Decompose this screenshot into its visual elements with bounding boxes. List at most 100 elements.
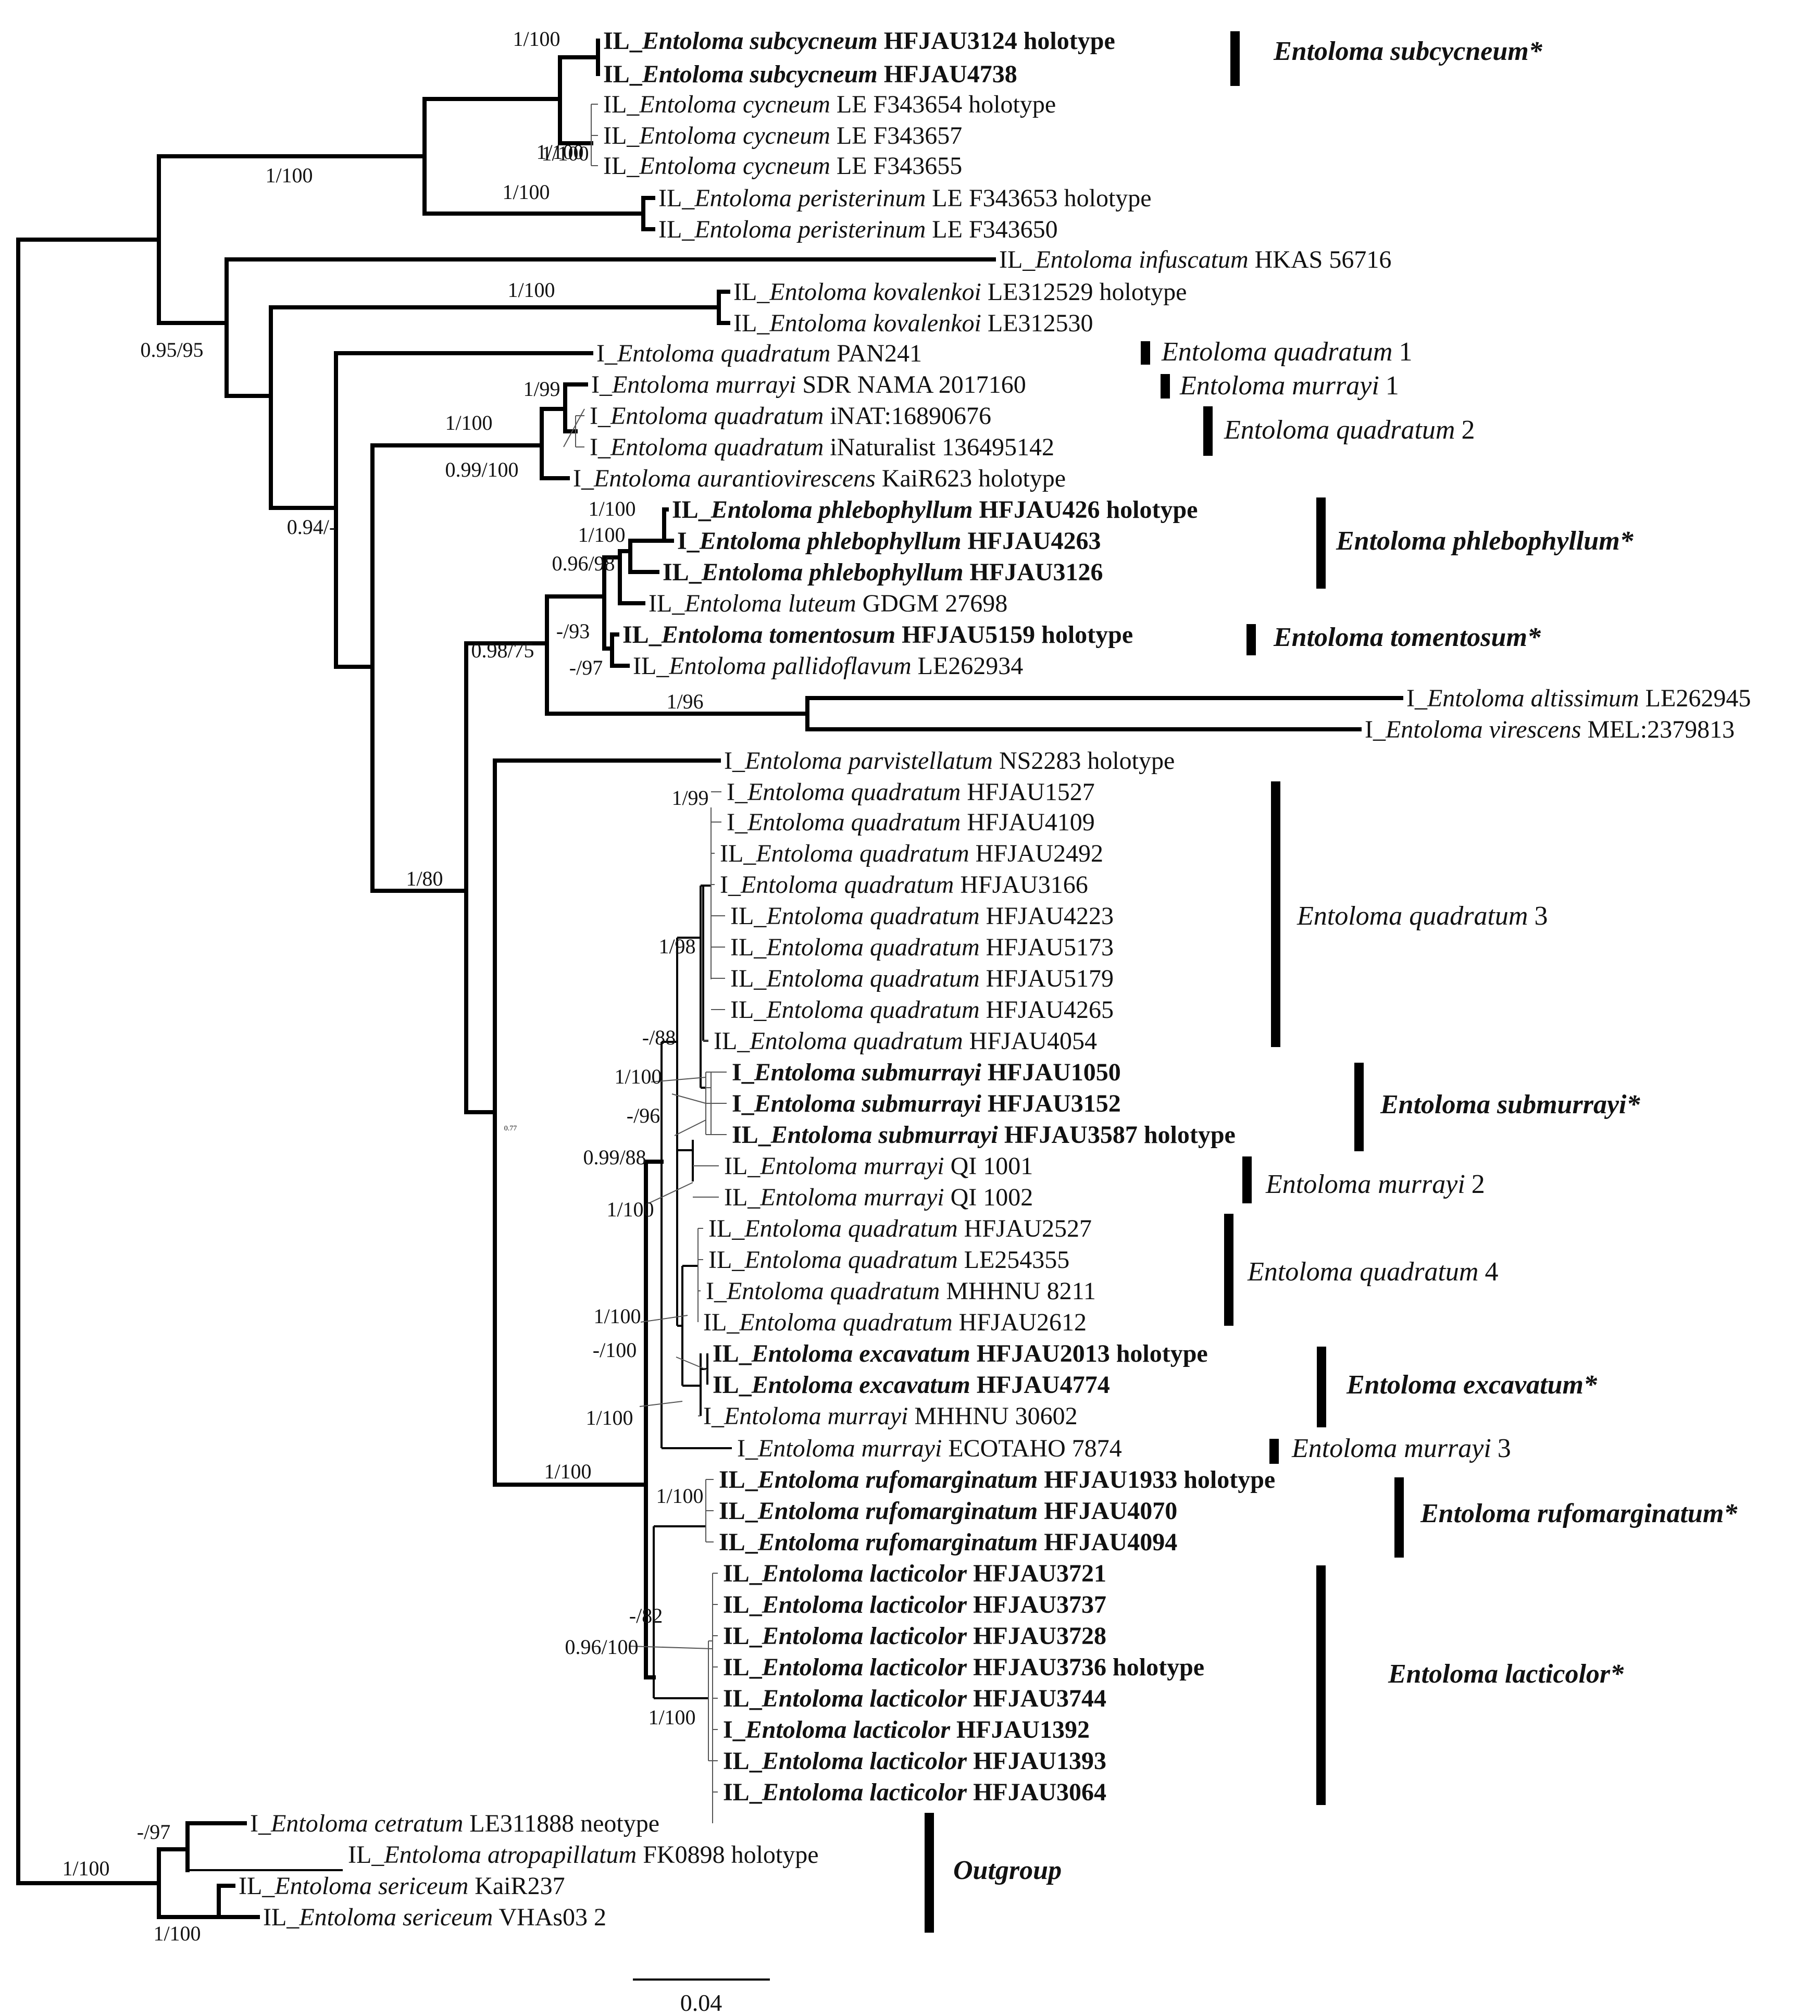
taxon-species: Entoloma quadratum bbox=[739, 1309, 952, 1336]
taxon-prefix: IL_ bbox=[732, 1121, 771, 1149]
support-value: 1/100 bbox=[536, 140, 583, 164]
support-value: 1/100 bbox=[606, 1198, 654, 1221]
support-value: -/82 bbox=[629, 1604, 663, 1627]
taxon-label: I_Entoloma submurrayi HFJAU1050 bbox=[732, 1059, 1121, 1086]
taxon-label: I_Entoloma murrayi MHHNU 30602 bbox=[703, 1402, 1078, 1430]
taxon-prefix: I_ bbox=[703, 1402, 725, 1430]
taxon-species: Entoloma excavatum bbox=[751, 1371, 970, 1399]
clade-number: 2 bbox=[1472, 1169, 1485, 1199]
taxon-species: Entoloma quadratum bbox=[766, 965, 979, 992]
clade-name: Entoloma submurrayi* bbox=[1380, 1090, 1640, 1119]
taxon-label: I_Entoloma murrayi SDR NAMA 2017160 bbox=[591, 371, 1026, 399]
taxon-prefix: IL_ bbox=[999, 246, 1036, 273]
taxon-label: I_Entoloma submurrayi HFJAU3152 bbox=[732, 1090, 1121, 1117]
support-value: 1/100 bbox=[656, 1484, 703, 1508]
support-value: 1/100 bbox=[578, 523, 625, 546]
taxon-label: IL_Entoloma quadratum LE254355 bbox=[708, 1246, 1069, 1274]
clade-annotations: Entoloma subcycneum* Entoloma quadratum 1E… bbox=[925, 31, 1738, 1933]
taxon-prefix: IL_ bbox=[723, 1747, 763, 1775]
taxon-voucher: LE F343655 bbox=[830, 152, 962, 180]
clade-label: Entoloma subcycneum* bbox=[1273, 36, 1543, 66]
scale-bar-label: 0.04 bbox=[680, 1989, 722, 2016]
taxon-prefix: IL_ bbox=[348, 1841, 384, 1869]
taxon-prefix: I_ bbox=[727, 808, 748, 836]
support-value: 0.98/75 bbox=[471, 639, 534, 662]
taxon-prefix: IL_ bbox=[733, 278, 770, 306]
taxon-species: Entoloma rufomarginatum bbox=[757, 1466, 1038, 1494]
taxon-species: Entoloma phlebophyllum bbox=[701, 558, 964, 586]
clade-label: Entoloma lacticolor* bbox=[1388, 1659, 1624, 1689]
taxon-label: IL_Entoloma rufomarginatum HFJAU4070 bbox=[719, 1497, 1177, 1525]
taxon-label: IL_Entoloma kovalenkoi LE312530 bbox=[733, 309, 1093, 337]
taxon-species: Entoloma altissimum bbox=[1427, 685, 1639, 712]
taxon-species: Entoloma peristerinum bbox=[694, 184, 926, 212]
taxon-prefix: IL_ bbox=[719, 1528, 758, 1556]
taxon-species: Entoloma sericeum bbox=[298, 1903, 493, 1931]
taxon-species: Entoloma lacticolor bbox=[762, 1685, 968, 1712]
taxon-voucher: HFJAU4054 bbox=[963, 1027, 1097, 1055]
taxon-species: Entoloma quadratum bbox=[766, 934, 979, 961]
taxon-prefix: IL_ bbox=[239, 1872, 275, 1900]
taxon-prefix: IL_ bbox=[603, 122, 640, 150]
taxon-voucher: HFJAU3737 bbox=[967, 1591, 1106, 1619]
taxon-voucher: LE311888 neotype bbox=[463, 1810, 659, 1837]
clade-label: Outgroup bbox=[953, 1856, 1062, 1885]
taxon-voucher: HFJAU4774 bbox=[970, 1371, 1110, 1399]
branch-connector bbox=[629, 1646, 713, 1649]
taxon-species: Entoloma luteum bbox=[684, 590, 856, 617]
taxon-voucher: HFJAU2492 bbox=[969, 840, 1103, 867]
taxon-species: Entoloma cycneum bbox=[639, 152, 830, 180]
taxon-label: IL_Entoloma atropapillatum FK0898 holoty… bbox=[348, 1841, 819, 1869]
clade-number: 1 bbox=[1399, 337, 1412, 367]
taxon-label: I_Entoloma lacticolor HFJAU1392 bbox=[723, 1716, 1090, 1744]
support-value: -/97 bbox=[569, 656, 603, 679]
taxon-voucher: HFJAU3744 bbox=[967, 1685, 1106, 1712]
taxon-prefix: IL_ bbox=[622, 621, 662, 649]
taxon-species: Entoloma quadratum bbox=[744, 1246, 957, 1274]
taxon-label: I_Entoloma virescens MEL:2379813 bbox=[1365, 716, 1735, 743]
clade-name: Entoloma quadratum bbox=[1247, 1257, 1478, 1287]
support-value: -/93 bbox=[556, 619, 590, 643]
taxon-species: Entoloma submurrayi bbox=[770, 1121, 999, 1149]
support-value: -/97 bbox=[137, 1820, 170, 1844]
taxon-voucher: SDR NAMA 2017160 bbox=[796, 371, 1026, 399]
support-value: -/96 bbox=[627, 1104, 660, 1127]
taxon-label: IL_Entoloma phlebophyllum HFJAU3126 bbox=[663, 558, 1103, 586]
taxon-species: Entoloma quadratum bbox=[617, 340, 830, 367]
taxon-voucher: HFJAU3166 bbox=[954, 871, 1088, 899]
taxon-voucher: LE F343650 bbox=[926, 216, 1057, 243]
taxon-label: IL_Entoloma quadratum HFJAU5179 bbox=[730, 965, 1114, 992]
clade-bar bbox=[1161, 374, 1170, 399]
clade-bar bbox=[1316, 497, 1326, 589]
taxon-species: Entoloma parvistellatum bbox=[744, 747, 993, 775]
taxon-species: Entoloma virescens bbox=[1385, 716, 1581, 743]
taxon-voucher: QI 1002 bbox=[944, 1184, 1033, 1211]
taxon-species: Entoloma quadratum bbox=[744, 1215, 957, 1242]
support-value: 1/80 bbox=[406, 867, 443, 890]
taxon-voucher: LE312530 bbox=[981, 309, 1093, 337]
taxon-voucher: HFJAU3126 bbox=[963, 558, 1103, 586]
taxon-labels: IL_Entoloma subcycneum HFJAU3124 holotyp… bbox=[239, 27, 1751, 1931]
clade-label: Entoloma phlebophyllum* bbox=[1336, 526, 1634, 556]
taxon-prefix: I_ bbox=[706, 1277, 727, 1305]
clade-bar bbox=[1271, 781, 1280, 1047]
clade-bar bbox=[1317, 1347, 1326, 1427]
support-value: 1/100 bbox=[541, 142, 589, 165]
taxon-voucher: HFJAU4070 bbox=[1038, 1497, 1177, 1525]
taxon-voucher: HFJAU426 holotype bbox=[973, 496, 1198, 524]
taxon-prefix: IL_ bbox=[708, 1215, 745, 1242]
taxon-prefix: IL_ bbox=[663, 558, 702, 586]
taxon-prefix: I_ bbox=[723, 1716, 746, 1744]
taxon-prefix: IL_ bbox=[723, 1622, 763, 1650]
branch-connector bbox=[674, 1119, 706, 1136]
support-value: 1/100 bbox=[265, 164, 313, 187]
branch-connector bbox=[676, 1357, 708, 1371]
taxon-species: Entoloma tomentosum bbox=[661, 621, 895, 649]
taxon-voucher: VHAs03 2 bbox=[493, 1903, 606, 1931]
support-value: 1/100 bbox=[445, 411, 492, 434]
clade-label: Entoloma submurrayi* bbox=[1380, 1090, 1640, 1119]
taxon-voucher: HFJAU1392 bbox=[950, 1716, 1090, 1744]
taxon-voucher: LE254355 bbox=[958, 1246, 1070, 1274]
